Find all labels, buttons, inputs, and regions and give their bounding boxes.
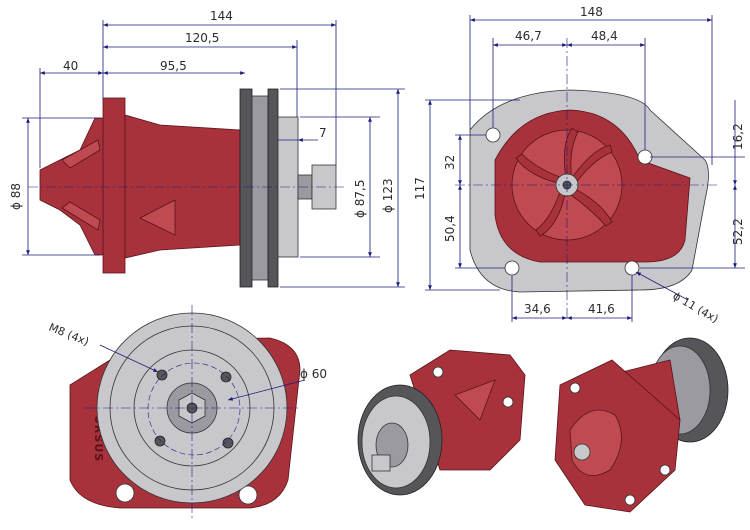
dim-left-offset: 46,7 (515, 29, 542, 43)
dim-total-height: 117 (413, 177, 427, 200)
dim-right-vertical: 52,2 (731, 218, 745, 245)
dim-upper-vertical: 32 (443, 155, 457, 170)
blade (535, 184, 568, 237)
dim-hub-diameter: ϕ 87,5 (353, 180, 367, 218)
iso-view-front (357, 349, 526, 496)
blade (563, 184, 613, 227)
threaded-hole (154, 435, 166, 447)
flange-plate (102, 97, 126, 274)
flange-view: 148 46,7 48,4 16,2 52,2 117 32 50,4 34,6 (413, 5, 745, 326)
side-view: 144 120,5 40 95,5 7 ϕ 88 ϕ 87,5 ϕ 123 (9, 9, 405, 288)
dim-lower-vertical: 50,4 (443, 215, 457, 242)
dim-bottom-left: 34,6 (524, 302, 551, 316)
pulley-outer (239, 88, 253, 288)
pulley-groove (251, 95, 269, 281)
rib (139, 199, 176, 236)
dim-bolt-circle: ϕ 60 (300, 367, 327, 381)
leader-hole (635, 271, 689, 301)
dim-top-hole-offset: 16,2 (731, 123, 745, 150)
pulley-rim (267, 88, 279, 288)
impeller-front (39, 117, 106, 256)
bolt-hole (485, 127, 501, 143)
iso2-hole (624, 494, 636, 506)
iso-rib (454, 379, 496, 421)
iso-housing-hole (502, 396, 514, 408)
dim-impeller-diameter: ϕ 88 (9, 183, 23, 210)
iso-view-back (554, 337, 729, 513)
iso2-hole (659, 464, 671, 476)
impeller-blade (61, 139, 101, 169)
dim-overall-width: 148 (580, 5, 603, 19)
iso-housing-hole (432, 366, 444, 378)
iso2-shaft (573, 443, 591, 461)
bolt-circle (147, 362, 241, 456)
dim-overall-length: 144 (210, 9, 233, 23)
dim-thread: M8 (4x) (47, 321, 91, 349)
front-view: URSUS M8 (4x) ϕ 60 (47, 305, 327, 520)
dim-front-overhang: 40 (63, 59, 78, 73)
iso2-hole (569, 382, 581, 394)
threaded-hole (220, 371, 232, 383)
dim-flange-to-pulley: 95,5 (160, 59, 187, 73)
dim-hole-diameter: ϕ 11 (4x) (671, 289, 721, 325)
threaded-hole (156, 369, 168, 381)
impeller-blade-2 (61, 201, 101, 231)
dim-flange-to-end: 120,5 (185, 31, 219, 45)
bolt-hole (637, 149, 653, 165)
blade (515, 153, 569, 186)
iso-nut (371, 454, 391, 472)
blade (566, 144, 613, 189)
threaded-hole (222, 437, 234, 449)
housing-hole (115, 483, 135, 503)
bolt-hole (504, 260, 520, 276)
dim-right-offset: 48,4 (591, 29, 618, 43)
dim-pulley-diameter: ϕ 123 (381, 178, 395, 213)
housing-hole (238, 485, 258, 505)
leader-thread (99, 344, 159, 373)
blade (564, 127, 579, 186)
leader-bolt-circle (227, 379, 306, 401)
dim-bottom-right: 41,6 (588, 302, 615, 316)
dim-hub-width: 7 (319, 126, 327, 140)
pump-body (124, 114, 241, 259)
